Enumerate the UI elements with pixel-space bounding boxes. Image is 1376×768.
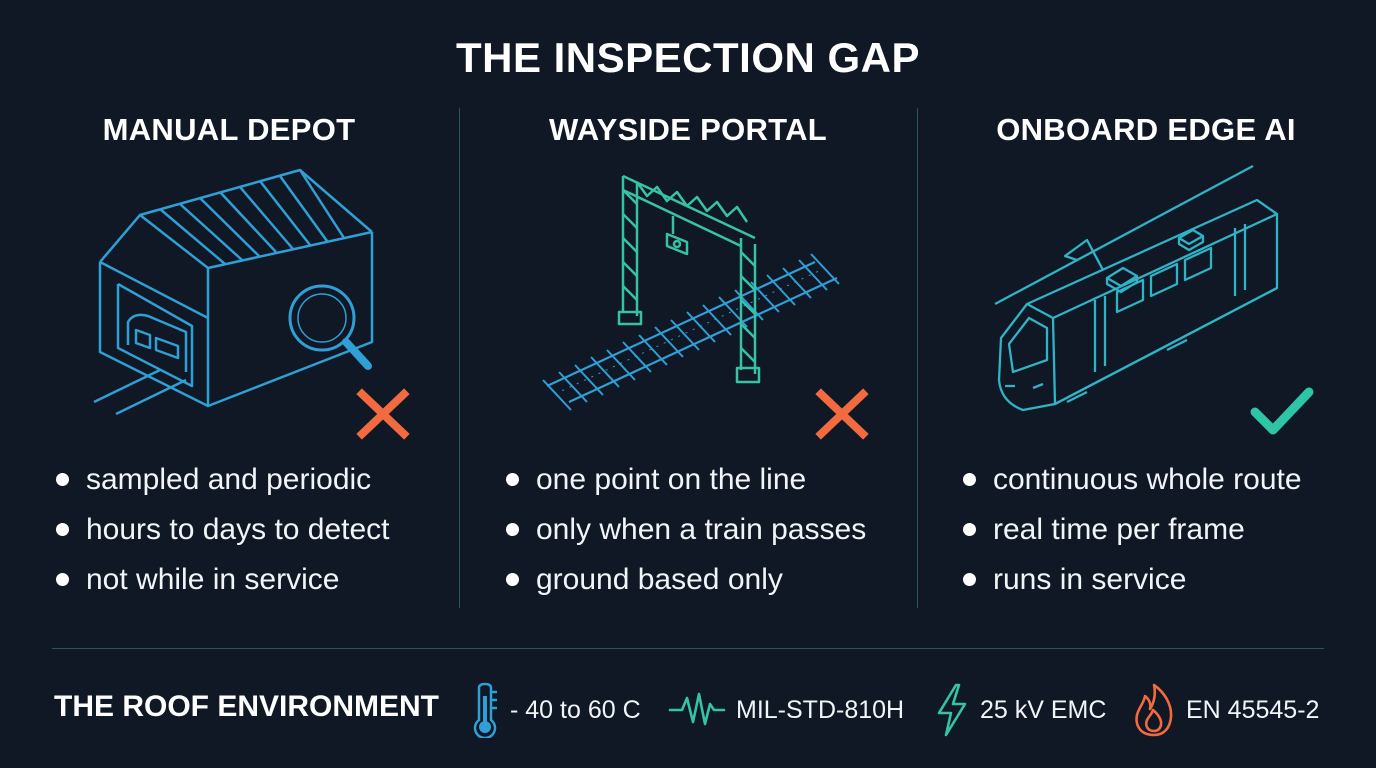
page-title: THE INSPECTION GAP [455, 34, 921, 81]
environment-label: - 40 to 60 C [510, 695, 641, 724]
lightning-icon [937, 683, 967, 737]
environment-title: THE ROOF ENVIRONMENT [54, 690, 440, 723]
column-heading: MANUAL DEPOT [102, 112, 356, 147]
environment-item-vibration: MIL-STD-810H [668, 680, 904, 740]
thermometer-icon [473, 682, 497, 738]
environment-item-emc: 25 kV EMC [934, 680, 1106, 740]
magnifier-icon [288, 284, 372, 370]
bullet-list: continuous whole route real time per fra… [961, 458, 1302, 608]
cross-icon [356, 388, 410, 440]
bullet-list: sampled and periodic hours to days to de… [54, 458, 390, 608]
environment-label: 25 kV EMC [980, 695, 1107, 724]
vibration-wave-icon [668, 692, 726, 726]
column-onboard-edge-ai: ONBOARD EDGE AI [917, 0, 1375, 640]
list-item: real time per frame [961, 508, 1302, 558]
environment-label: MIL-STD-810H [736, 695, 905, 724]
list-item: runs in service [961, 558, 1302, 608]
gantry-track-illustration [542, 174, 869, 440]
flame-icon [1135, 683, 1173, 737]
cross-icon [815, 388, 869, 440]
list-item: only when a train passes [504, 508, 866, 558]
column-manual-depot: MANUAL DEPOT [0, 0, 458, 640]
depot-shed-illustration [93, 168, 410, 440]
list-item: one point on the line [504, 458, 866, 508]
list-item: ground based only [504, 558, 866, 608]
column-divider [917, 108, 918, 608]
list-item: not while in service [54, 558, 390, 608]
column-heading: ONBOARD EDGE AI [996, 112, 1296, 147]
list-item: continuous whole route [961, 458, 1302, 508]
column-heading: WAYSIDE PORTAL [548, 112, 828, 147]
section-divider [52, 648, 1324, 649]
environment-label: EN 45545-2 [1186, 695, 1320, 724]
bullet-list: one point on the line only when a train … [504, 458, 866, 608]
environment-item-temperature: - 40 to 60 C [470, 680, 641, 740]
check-icon [1250, 387, 1314, 435]
train-camera-illustration [994, 164, 1314, 435]
column-wayside-portal: WAYSIDE PORTAL [459, 0, 917, 640]
list-item: sampled and periodic [54, 458, 390, 508]
list-item: hours to days to detect [54, 508, 390, 558]
environment-item-fire: EN 45545-2 [1132, 680, 1319, 740]
column-divider [459, 108, 460, 608]
